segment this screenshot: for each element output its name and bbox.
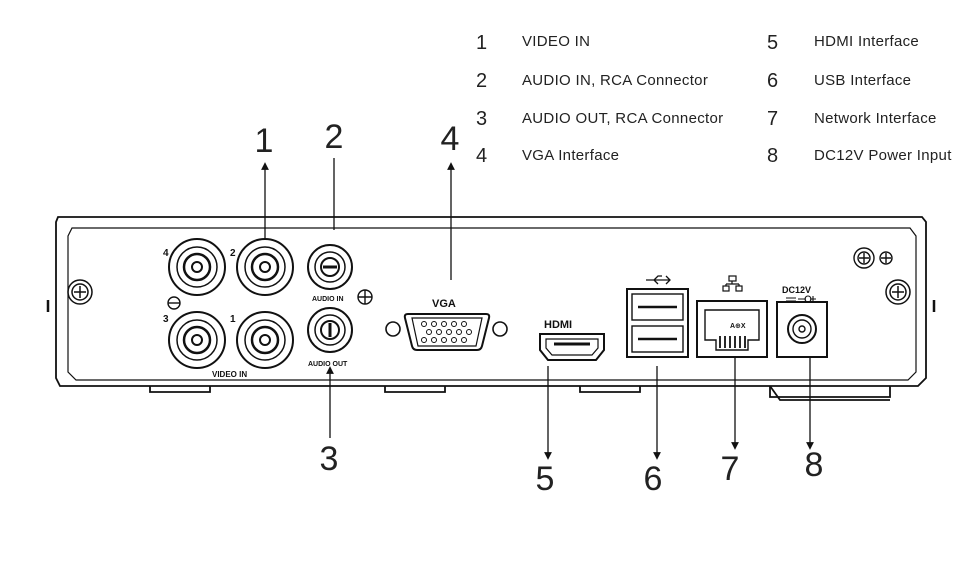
bnc-1-icon <box>236 311 294 369</box>
bnc-2-icon <box>236 238 294 296</box>
legend-label-1: VIDEO IN <box>522 33 591 50</box>
dc-polarity-icon <box>786 295 816 303</box>
screw-left-icon <box>67 279 93 305</box>
audio-out-label: AUDIO OUT <box>308 361 348 368</box>
ground-symbol-icon <box>167 296 181 310</box>
chassis <box>46 216 936 401</box>
legend-label-3: AUDIO OUT, RCA Connector <box>522 110 724 127</box>
legend-label-5: HDMI Interface <box>814 33 920 50</box>
callout-7: 7 <box>720 450 740 488</box>
bnc-label-3: 3 <box>163 314 169 325</box>
legend-num-6: 6 <box>767 70 779 92</box>
ground-terminal-icon <box>853 247 893 269</box>
audio-in-label: AUDIO IN <box>312 296 344 303</box>
legend-label-4: VGA Interface <box>522 147 620 164</box>
bnc-label-4: 4 <box>163 248 169 259</box>
bnc-label-1: 1 <box>230 314 236 325</box>
vga-label: VGA <box>432 298 456 310</box>
legend-label-6: USB Interface <box>814 72 912 89</box>
legend-num-8: 8 <box>767 145 779 167</box>
legend-num-5: 5 <box>767 32 779 54</box>
legend-num-4: 4 <box>476 145 488 167</box>
network-port-icon <box>696 300 768 358</box>
video-in-label: VIDEO IN <box>212 370 247 379</box>
callout-8: 8 <box>804 446 824 484</box>
bnc-label-2: 2 <box>230 248 236 259</box>
callout-6: 6 <box>643 460 663 498</box>
legend-num-1: 1 <box>476 32 488 54</box>
hdmi-port-icon <box>539 333 605 361</box>
hdmi-label: HDMI <box>544 319 572 331</box>
usb-port-icon <box>626 288 689 358</box>
dc-label: DC12V <box>782 285 811 295</box>
network-symbol-icon <box>722 275 743 292</box>
legend-num-2: 2 <box>476 70 488 92</box>
legend-num-3: 3 <box>476 108 488 130</box>
audio-in-connector-icon <box>307 244 353 290</box>
legend-num-7: 7 <box>767 108 779 130</box>
legend-label-8: DC12V Power Input <box>814 147 952 164</box>
usb-symbol-icon <box>646 275 671 285</box>
legend-label-2: AUDIO IN, RCA Connector <box>522 72 709 89</box>
bnc-3-icon <box>168 311 226 369</box>
legend-label-7: Network Interface <box>814 110 937 127</box>
callout-5: 5 <box>535 460 555 498</box>
leader-lines <box>261 158 814 460</box>
vga-port-icon <box>385 313 508 351</box>
callout-1: 1 <box>254 122 274 160</box>
callout-4: 4 <box>440 120 460 158</box>
callout-3: 3 <box>319 440 339 478</box>
audio-plus-icon <box>357 289 373 305</box>
callout-2: 2 <box>324 118 344 156</box>
dc-power-port-icon <box>776 301 828 358</box>
screw-right-icon <box>885 279 911 305</box>
audio-out-connector-icon <box>307 307 353 353</box>
bnc-4-icon <box>168 238 226 296</box>
bnc-connectors <box>167 238 294 369</box>
network-label: A⊕X <box>730 323 746 330</box>
